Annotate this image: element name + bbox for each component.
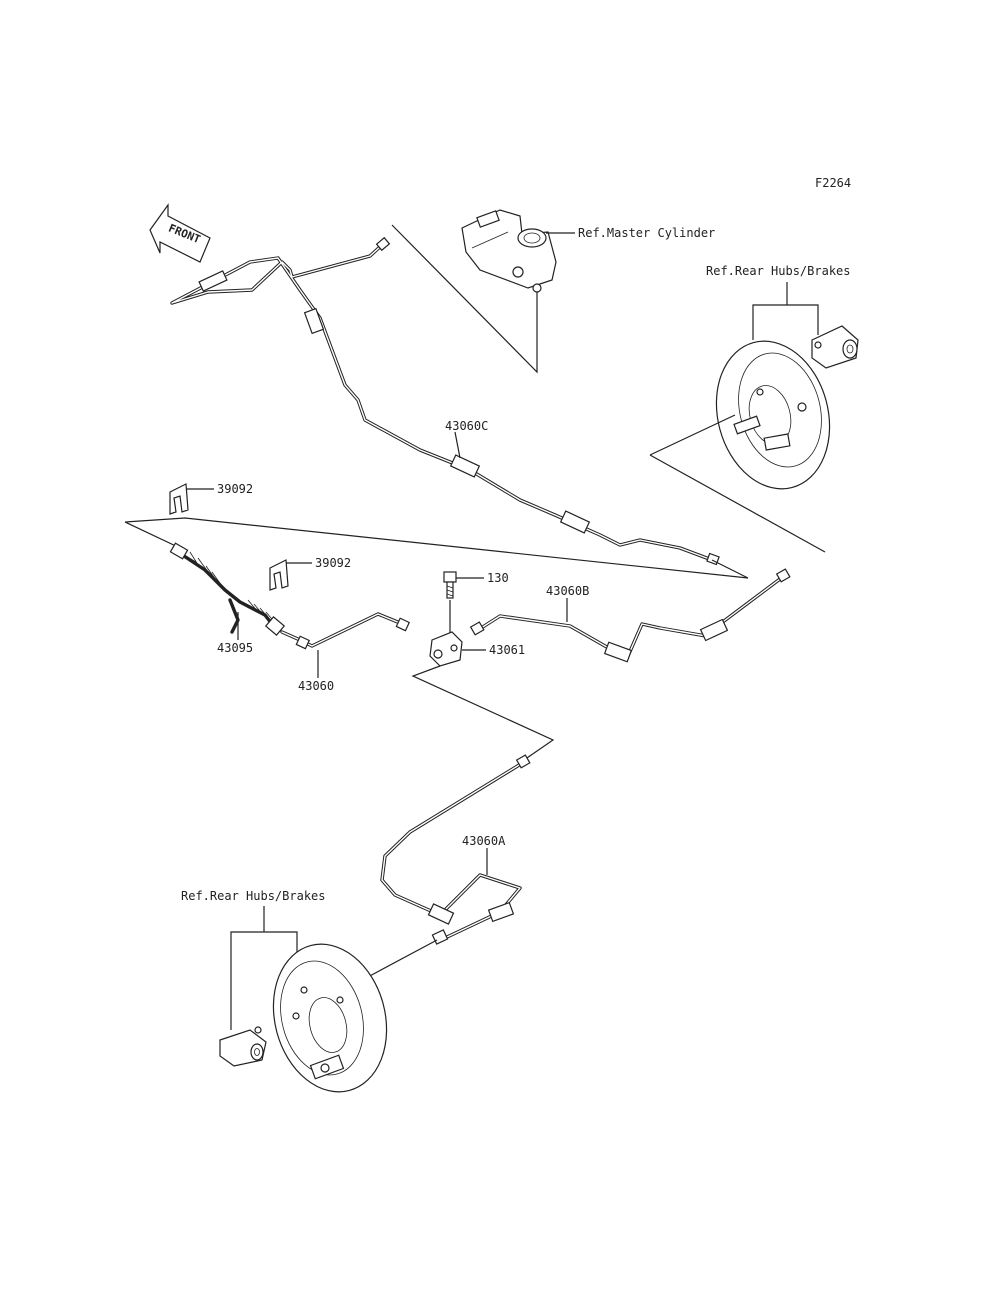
rear-brake-drum-left-icon: [272, 943, 388, 1093]
brake-pipe-43060B: [469, 568, 791, 663]
part-label-43095: 43095: [217, 641, 253, 655]
brake-pipe-43060C: [170, 236, 720, 566]
leader-43060C: [454, 431, 461, 459]
master-cylinder-icon: [461, 209, 557, 293]
front-arrow-icon: FRONT: [149, 203, 211, 263]
clip-39092-lower-icon: [269, 559, 289, 591]
ref-rear-hubs-right: Ref.Rear Hubs/Brakes: [706, 264, 851, 278]
ref-rear-hubs-left: Ref.Rear Hubs/Brakes: [181, 889, 326, 903]
part-label-43060A: 43060A: [462, 834, 506, 848]
part-label-39092-upper: 39092: [217, 482, 253, 496]
clip-39092-upper-icon: [169, 483, 189, 515]
wheel-cylinder-left-icon: [219, 1026, 267, 1067]
rear-brake-drum-right-icon: [715, 340, 831, 490]
brake-pipe-43060: [280, 612, 411, 650]
part-label-43060C: 43060C: [445, 419, 488, 433]
joint-43061-icon: [429, 631, 463, 667]
wheel-cylinder-right-icon: [811, 325, 859, 369]
bolt-130-icon: [443, 571, 457, 599]
part-label-39092-lower: 39092: [315, 556, 351, 570]
part-label-43060B: 43060B: [546, 584, 589, 598]
part-label-130: 130: [487, 571, 509, 585]
part-label-43060: 43060: [298, 679, 334, 693]
part-label-43061: 43061: [489, 643, 525, 657]
figure-code: F2264: [815, 176, 851, 190]
leader-master-cylinder: [391, 224, 538, 374]
brake-pipe-43060A: [380, 754, 531, 945]
ref-master-cylinder: Ref.Master Cylinder: [578, 226, 715, 240]
bracket-rear-hubs-right: [752, 304, 819, 340]
brake-hose-43095: [169, 542, 286, 636]
